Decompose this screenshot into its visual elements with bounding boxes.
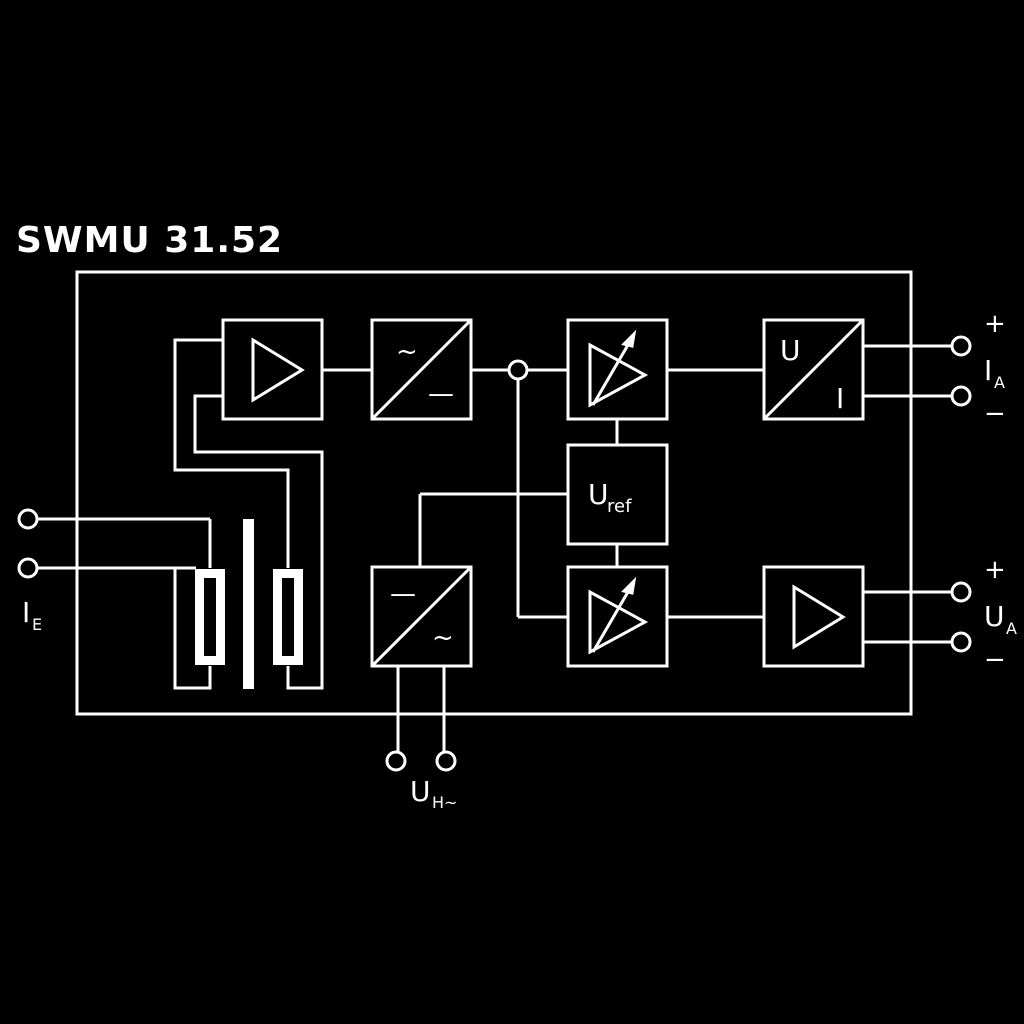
rectifier-dc-label: — [428,379,454,409]
output-current-plus: + [984,309,1006,339]
output-amplifier-block [762,565,865,668]
terminal-ie-1 [17,508,39,530]
vi-converter-i-label: I [836,382,844,415]
terminal-ie-2 [17,557,39,579]
reference-main-label: U [588,478,609,511]
inverter-dc-label: — [390,579,416,609]
amplifier-symbol [251,337,305,403]
output-current-sub: A [994,373,1005,392]
transformer-core [243,519,254,689]
output-voltage-sub: A [1006,619,1017,638]
output-current-label: I [984,354,992,387]
adjustable-amplifier-block-2 [566,565,669,668]
reference-block [566,443,669,546]
terminal-uh-1 [385,750,407,772]
rectifier-ac-label: ~ [396,337,418,367]
terminal-uh-2 [435,750,457,772]
input-current-label: I [22,596,30,629]
vi-converter-u-label: U [780,334,801,367]
output-current-minus: − [984,399,1006,429]
aux-voltage-sub: H~ [432,793,457,812]
output-voltage-minus: − [984,645,1006,675]
inverter-ac-label: ~ [432,623,454,653]
terminal-node [507,359,529,381]
terminal-ua-minus [950,631,972,653]
output-voltage-plus: + [984,555,1006,585]
terminal-ia-plus [950,335,972,357]
output-voltage-label: U [984,600,1005,633]
aux-voltage-label: U [410,775,431,808]
input-amplifier-block [221,318,324,421]
adjustable-amplifier-block-1 [566,318,669,421]
terminal-ia-minus [950,385,972,407]
input-current-sub: E [32,615,42,634]
diagram-title: SWMU 31.52 [16,220,284,261]
reference-sub-label: ref [607,496,632,517]
terminal-ua-plus [950,581,972,603]
enclosure [75,270,913,716]
